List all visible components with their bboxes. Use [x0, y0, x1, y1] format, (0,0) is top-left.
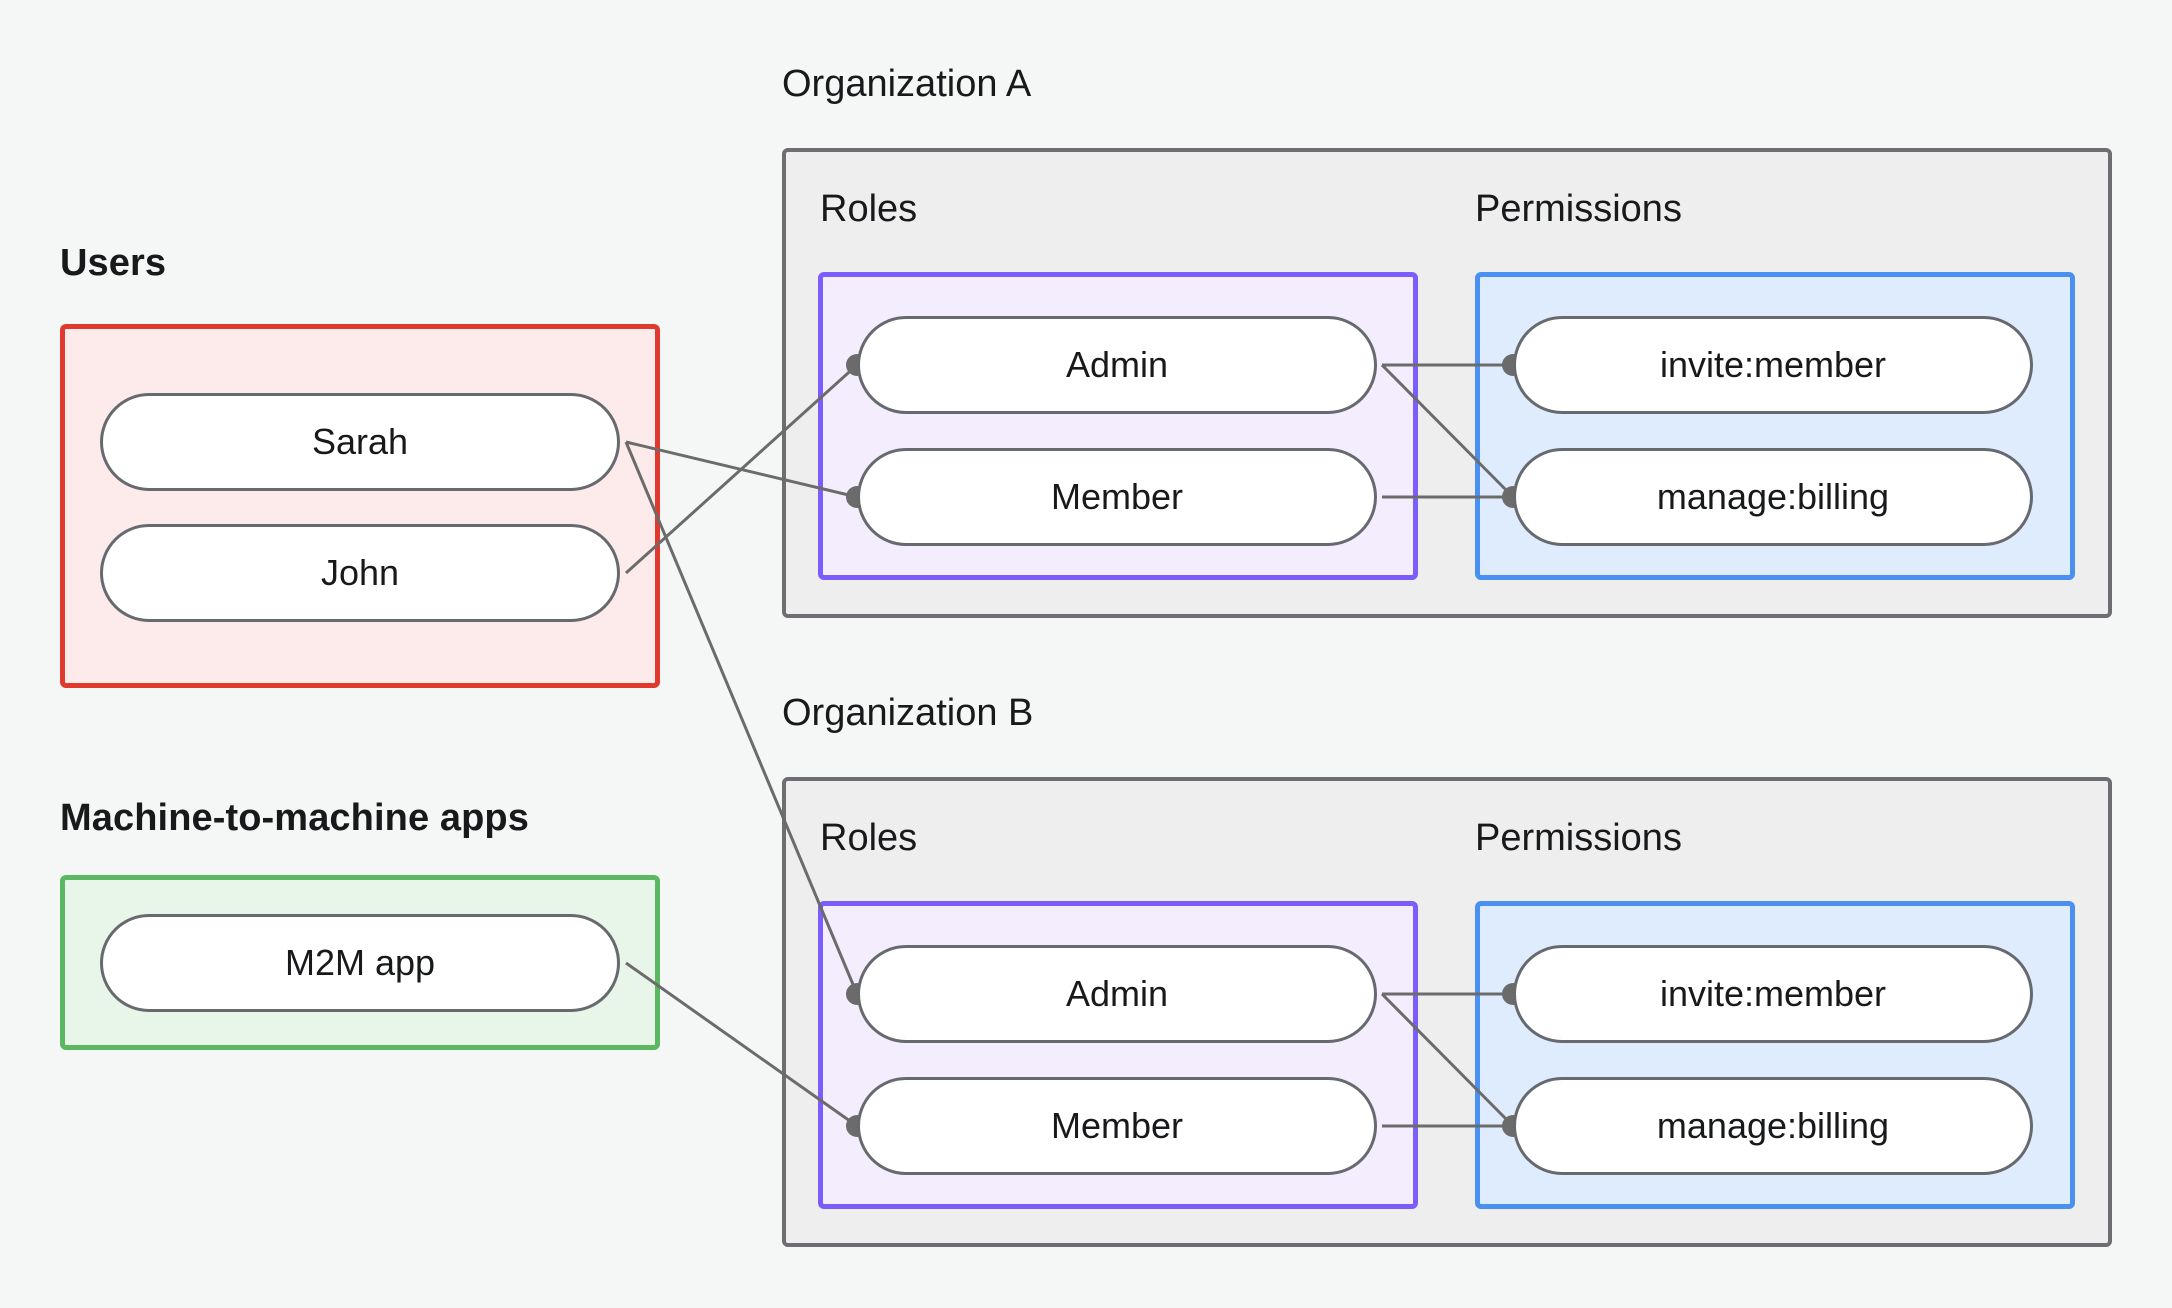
user-node-sarah[interactable]: Sarah: [100, 393, 620, 491]
org-a-roles-title: Roles: [820, 188, 918, 230]
user-node-john[interactable]: John: [100, 524, 620, 622]
m2m-node-app[interactable]: M2M app: [100, 914, 620, 1012]
org-b-permission-manage-billing[interactable]: manage:billing: [1513, 1077, 2033, 1175]
role-label: Member: [1050, 476, 1184, 517]
role-label: Member: [1050, 1105, 1184, 1146]
user-node-label: John: [320, 552, 400, 593]
org-b-label: Organization B: [782, 692, 1034, 734]
org-b-role-admin[interactable]: Admin: [857, 945, 1377, 1043]
permission-label: invite:member: [1659, 973, 1887, 1014]
org-a-permission-invite-member[interactable]: invite:member: [1513, 316, 2033, 414]
m2m-node-label: M2M app: [284, 942, 436, 983]
role-label: Admin: [1065, 973, 1169, 1014]
permission-label: manage:billing: [1656, 476, 1890, 517]
org-a-role-admin[interactable]: Admin: [857, 316, 1377, 414]
org-a-label: Organization A: [782, 63, 1032, 105]
permission-label: manage:billing: [1656, 1105, 1890, 1146]
users-container: [60, 324, 660, 688]
m2m-group-label: Machine-to-machine apps: [60, 797, 529, 839]
org-b-role-member[interactable]: Member: [857, 1077, 1377, 1175]
org-b-roles-title: Roles: [820, 817, 918, 859]
org-b-permissions-title: Permissions: [1475, 817, 1682, 859]
role-label: Admin: [1065, 344, 1169, 385]
org-a-permissions-title: Permissions: [1475, 188, 1682, 230]
permission-label: invite:member: [1659, 344, 1887, 385]
users-group-label: Users: [60, 242, 167, 284]
user-node-label: Sarah: [311, 421, 409, 462]
org-b-permission-invite-member[interactable]: invite:member: [1513, 945, 2033, 1043]
org-a-role-member[interactable]: Member: [857, 448, 1377, 546]
org-a-permission-manage-billing[interactable]: manage:billing: [1513, 448, 2033, 546]
